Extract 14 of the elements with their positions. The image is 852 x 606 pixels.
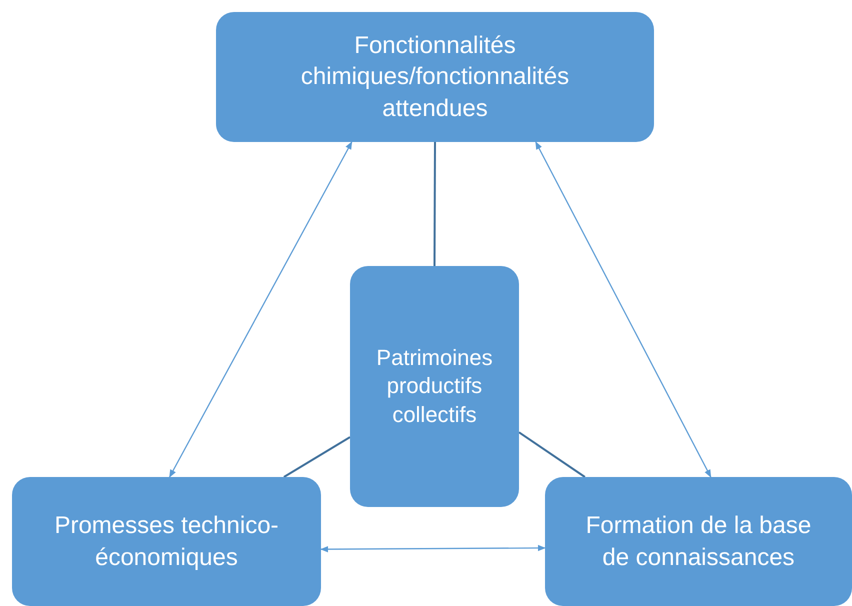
double-arrow bbox=[535, 141, 712, 478]
connector-line bbox=[283, 436, 351, 478]
double-arrow bbox=[169, 141, 352, 478]
connector-line bbox=[518, 431, 586, 478]
concept-box bbox=[216, 12, 654, 142]
box-label: Patrimoines productifs collectifs bbox=[375, 344, 494, 429]
box-label: Formation de la base de connaissances bbox=[584, 511, 812, 572]
double-arrow bbox=[320, 544, 546, 552]
concept-box bbox=[350, 266, 519, 507]
concept-box bbox=[545, 477, 852, 606]
connector-line bbox=[434, 142, 436, 266]
concept-box bbox=[12, 477, 321, 606]
box-label: Fonctionnalités chimiques/fonctionnalités attendues bbox=[300, 31, 570, 124]
box-label: Promesses technico-économiques bbox=[53, 511, 280, 572]
